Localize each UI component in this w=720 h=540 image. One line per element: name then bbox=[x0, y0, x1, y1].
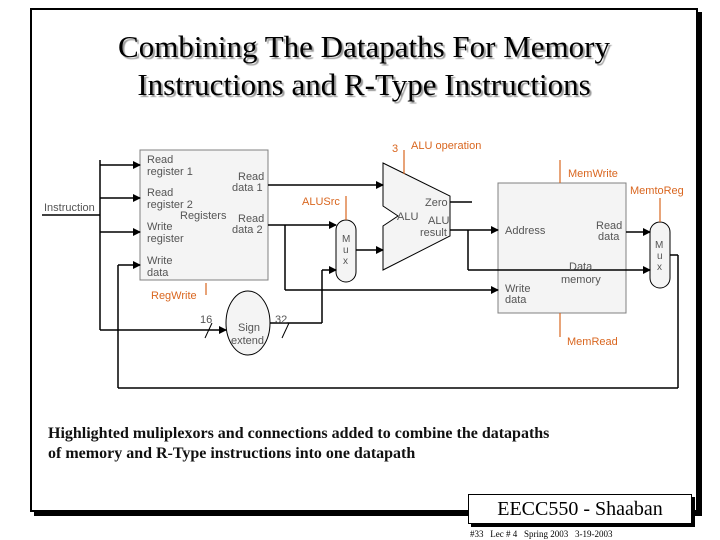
course-brand: EECC550 - Shaaban bbox=[468, 494, 692, 524]
read-register-2-label-2: register 2 bbox=[147, 199, 193, 211]
reg-write-label: RegWrite bbox=[151, 290, 197, 302]
caption-line-2: of memory and R-Type instructions into o… bbox=[48, 445, 416, 462]
mem-read-label: MemRead bbox=[567, 336, 618, 348]
mem-write-data-label-2: data bbox=[505, 294, 527, 306]
control-lines bbox=[205, 150, 661, 337]
mem-to-reg-mux-x: x bbox=[657, 262, 662, 273]
mem-write-data-label: Write bbox=[505, 283, 530, 295]
alu-operation-label: ALU operation bbox=[411, 140, 481, 152]
mem-to-reg-mux-m: M bbox=[655, 240, 663, 251]
alu-src-label: ALUSrc bbox=[302, 196, 340, 208]
data-memory-name: Data bbox=[569, 261, 593, 273]
alu-src-mux-u: u bbox=[343, 245, 349, 256]
title-line-2: Instructions and R-Type Instructions bbox=[137, 67, 591, 102]
registers-name-label: Registers bbox=[180, 210, 227, 222]
datapath-wires bbox=[42, 160, 679, 389]
register-file-block bbox=[139, 149, 269, 281]
read-register-1-label-2: register 1 bbox=[147, 166, 193, 178]
bus-width-32: 32 bbox=[275, 314, 287, 326]
slide-footer: #33 Lec # 4 Spring 2003 3-19-2003 bbox=[470, 529, 613, 539]
alu-result-label-2: result bbox=[420, 227, 447, 239]
data-memory-block bbox=[497, 182, 627, 314]
alu-name-label: ALU bbox=[397, 211, 418, 223]
read-data-2-label: Read bbox=[238, 213, 264, 225]
read-data-1-label-2: data 1 bbox=[232, 182, 263, 194]
mem-to-reg-mux-u: u bbox=[657, 251, 663, 262]
read-data-2-label-2: data 2 bbox=[232, 224, 263, 236]
read-data-1-label: Read bbox=[238, 171, 264, 183]
mem-write-label: MemWrite bbox=[568, 168, 618, 180]
bus-width-16-mark bbox=[204, 322, 213, 339]
address-label: Address bbox=[505, 225, 546, 237]
mem-read-data-label-2: data bbox=[598, 231, 620, 243]
title-line-1: Combining The Datapaths For Memory bbox=[118, 29, 610, 64]
read-register-2-label: Read bbox=[147, 187, 173, 199]
diagram-caption: Highlighted muliplexors and connections … bbox=[48, 424, 688, 464]
bus-width-32-mark bbox=[281, 322, 290, 339]
write-data-label: Write bbox=[147, 255, 172, 267]
instruction-label: Instruction bbox=[44, 202, 95, 214]
sign-extend-label: Sign bbox=[238, 322, 260, 334]
sign-extend-label-2: extend bbox=[231, 335, 264, 347]
alu-src-mux-m: M bbox=[342, 234, 350, 245]
caption-line-1: Highlighted muliplexors and connections … bbox=[48, 425, 550, 442]
write-register-label-2: register bbox=[147, 233, 184, 245]
bus-width-16: 16 bbox=[200, 314, 212, 326]
alu-zero-label: Zero bbox=[425, 197, 448, 209]
read-register-1-label: Read bbox=[147, 154, 173, 166]
alu-src-mux-x: x bbox=[343, 256, 348, 267]
mem-read-data-label: Read bbox=[596, 220, 622, 232]
alu-op-bits: 3 bbox=[392, 143, 398, 155]
write-register-label: Write bbox=[147, 221, 172, 233]
mem-to-reg-label: MemtoReg bbox=[630, 185, 684, 197]
write-data-label-2: data bbox=[147, 267, 169, 279]
data-memory-name-2: memory bbox=[561, 274, 601, 286]
slide-title: Combining The Datapaths For Memory Instr… bbox=[30, 28, 698, 104]
alu-result-label: ALU bbox=[428, 215, 449, 227]
